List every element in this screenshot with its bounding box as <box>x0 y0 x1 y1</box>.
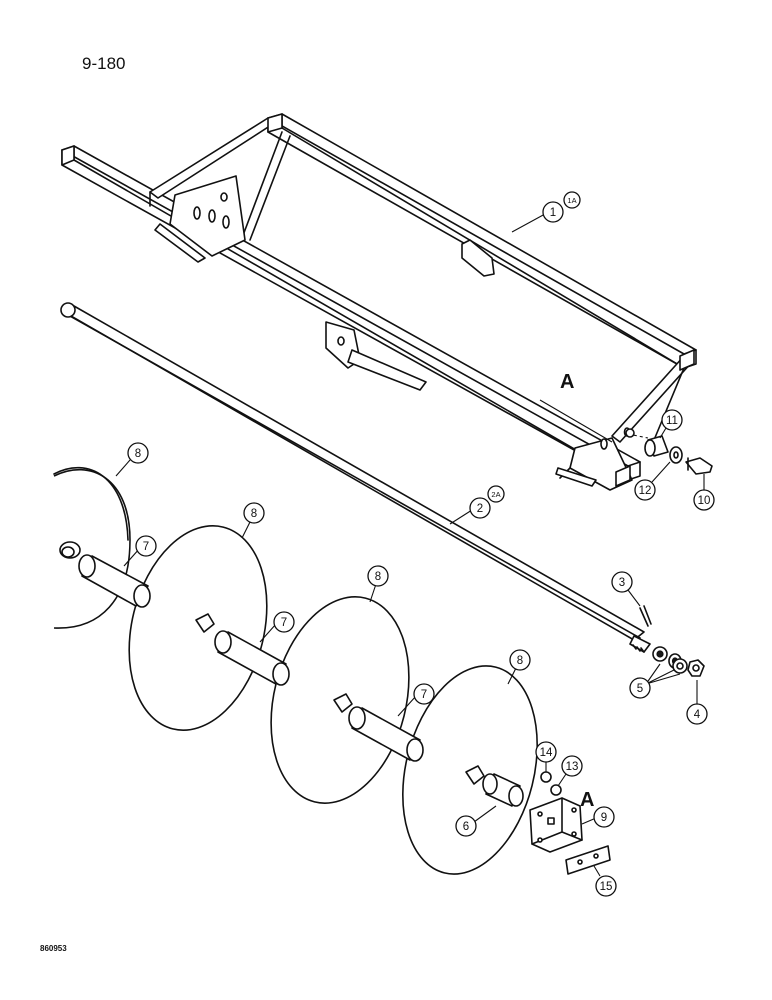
frame-rail-clip <box>461 239 495 277</box>
reference-letter-a-bearing: A <box>580 789 594 811</box>
callout-7-right: 7 <box>421 689 427 701</box>
callout-8-fourth: 8 <box>517 655 523 667</box>
tube-end-front <box>615 465 631 487</box>
callout-11: 11 <box>666 415 678 427</box>
reference-letter-a-frame: A <box>560 371 574 393</box>
cotter-pin <box>639 607 649 627</box>
disc-hubs <box>59 541 485 785</box>
axle-shaft <box>60 302 652 653</box>
callout-3: 3 <box>619 577 625 589</box>
callout-1: 1 <box>550 207 556 219</box>
disc-blade-2 <box>128 525 268 731</box>
callout-8-far-left: 8 <box>135 448 141 460</box>
callout-1a: 1A <box>567 196 576 205</box>
callout-2: 2 <box>477 503 483 515</box>
callout-14: 14 <box>540 747 553 759</box>
callout-9: 9 <box>601 812 607 824</box>
callout-8-third: 8 <box>375 571 381 583</box>
disc-blades <box>53 466 538 875</box>
document-code: 860953 <box>40 944 67 953</box>
tube-end-rear <box>679 349 695 371</box>
callout-15: 15 <box>600 881 613 893</box>
callout-6: 6 <box>463 821 469 833</box>
frame-assembly: A <box>61 113 697 491</box>
bolt-10 <box>685 457 713 475</box>
callout-12: 12 <box>639 485 652 497</box>
page-number: 9-180 <box>82 54 126 73</box>
callout-13: 13 <box>566 761 579 773</box>
callouts: 1 1A 2 2A 3 4 5 6 <box>115 191 715 897</box>
callout-8-second: 8 <box>251 508 257 520</box>
bearing-flange-9 <box>529 797 583 853</box>
washer-13 <box>550 784 562 796</box>
spacer-spools <box>78 554 424 762</box>
shaft-end-hardware <box>652 646 705 677</box>
clamp-plate-15 <box>565 845 611 875</box>
nut-14 <box>540 771 552 783</box>
callout-7-middle: 7 <box>281 617 287 629</box>
callout-4: 4 <box>694 709 701 721</box>
callout-5: 5 <box>637 683 643 695</box>
callout-10: 10 <box>698 495 711 507</box>
callout-2a: 2A <box>491 490 500 499</box>
bolt-hardware <box>625 428 713 475</box>
frame-front-rail <box>61 145 641 481</box>
bearing-hardware: A <box>482 771 611 875</box>
callout-7-left: 7 <box>143 541 149 553</box>
